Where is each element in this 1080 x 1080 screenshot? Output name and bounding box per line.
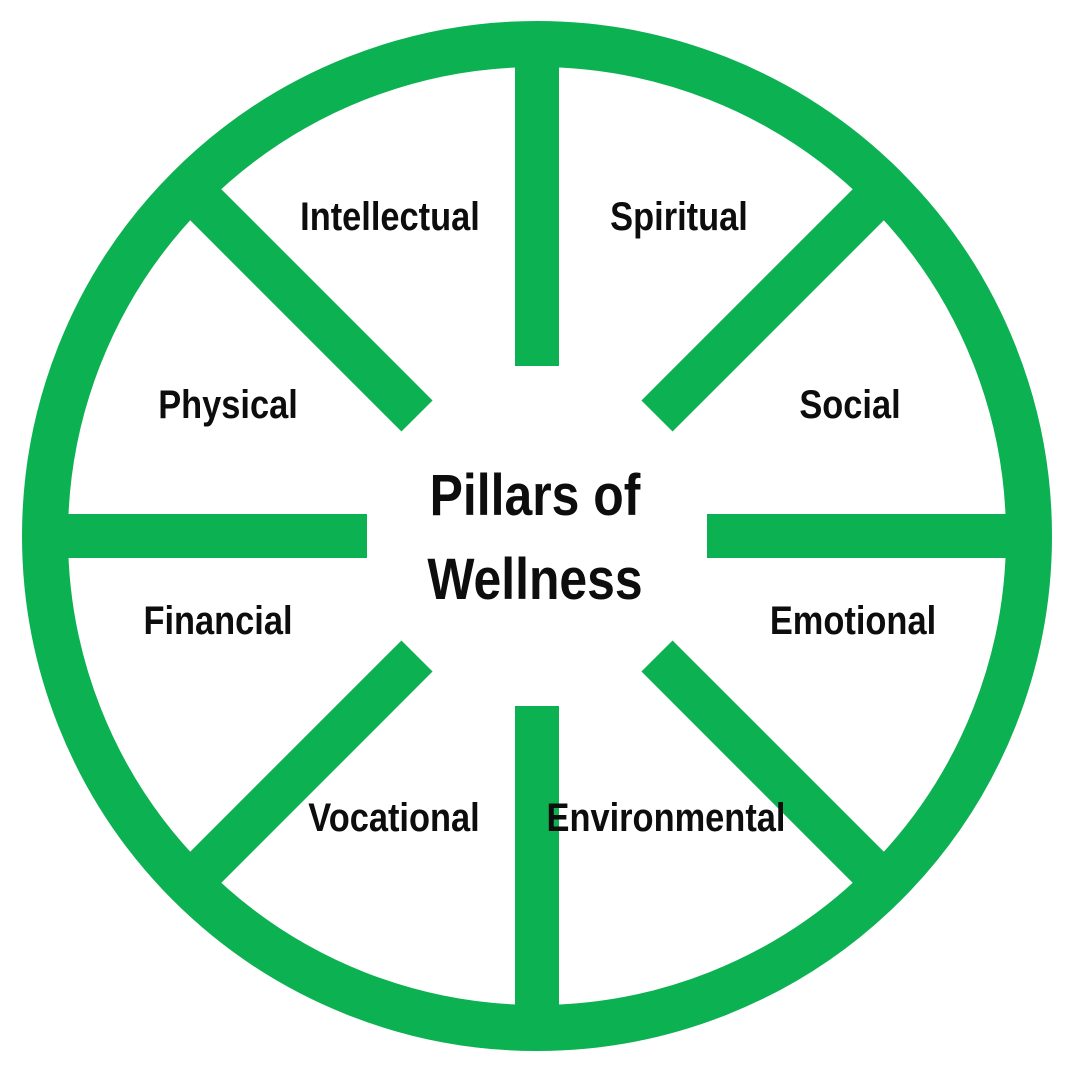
segment-label-intellectual: Intellectual — [286, 194, 495, 240]
segment-label-financial: Financial — [131, 598, 304, 644]
segment-label-environmental: Environmental — [527, 795, 805, 841]
segment-label-emotional-text: Emotional — [769, 599, 937, 643]
segment-label-vocational: Vocational — [294, 795, 493, 841]
wheel-center-title-lines: Pillars of Wellness — [427, 454, 642, 622]
wheel-center-title: Pillars of Wellness — [410, 454, 660, 622]
segment-label-spiritual: Spiritual — [599, 194, 759, 240]
title-line-2: Wellness — [427, 547, 643, 612]
segment-label-environmental-text: Environmental — [546, 796, 786, 840]
segment-label-social: Social — [791, 382, 909, 428]
segment-label-vocational-text: Vocational — [308, 796, 480, 840]
spoke-bottom-left — [176, 640, 433, 897]
wheel-rim — [22, 21, 1052, 1051]
segment-label-financial-text: Financial — [143, 599, 293, 643]
segment-label-spiritual-text: Spiritual — [610, 195, 748, 239]
segment-label-social-text: Social — [799, 383, 901, 427]
spoke-top-right — [641, 175, 898, 432]
segment-label-physical-text: Physical — [158, 383, 298, 427]
segment-label-physical: Physical — [147, 382, 309, 428]
segment-label-emotional: Emotional — [756, 598, 949, 644]
title-line-1: Pillars of — [429, 463, 641, 528]
spoke-bottom-right — [641, 640, 898, 897]
spoke-top-left — [176, 175, 433, 432]
segment-label-intellectual-text: Intellectual — [300, 195, 480, 239]
